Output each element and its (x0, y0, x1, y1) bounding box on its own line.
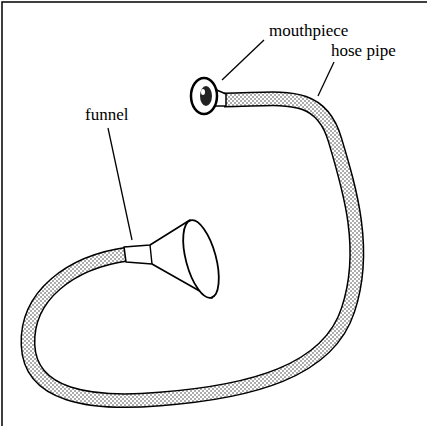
part-label: funnel (84, 106, 129, 125)
part-label: hose pipe (330, 42, 397, 61)
leader-line (318, 62, 334, 96)
hose-pipe (28, 99, 357, 401)
mouthpiece-shape (191, 78, 226, 114)
leader-line (108, 128, 132, 240)
part-label: mouthpiece (268, 22, 349, 41)
leader-line (222, 40, 264, 80)
funnel-shape (124, 216, 226, 301)
